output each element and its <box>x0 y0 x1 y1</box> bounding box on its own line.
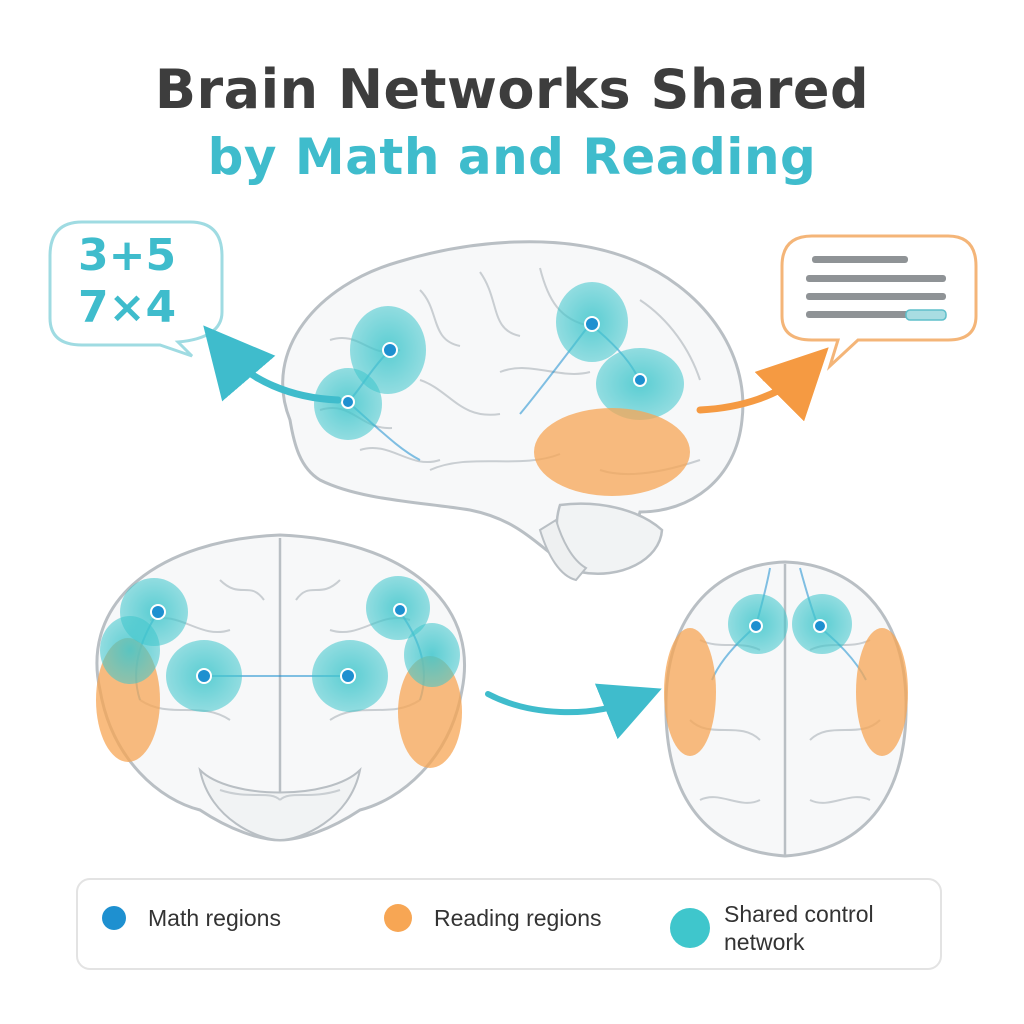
math-region-dot <box>749 619 763 633</box>
title-line-1: Brain Networks Shared <box>154 58 870 121</box>
arrow-back-to-top-view <box>485 683 662 740</box>
text-lines-icon <box>806 256 947 321</box>
math-region-dot <box>382 342 398 358</box>
legend-label-shared-line1: Shared control <box>724 901 874 927</box>
legend-label-shared-line2: network <box>724 929 805 955</box>
math-region-dot <box>813 619 827 633</box>
math-region-dot <box>341 395 355 409</box>
legend-label-math: Math regions <box>148 905 281 931</box>
math-region-dot <box>633 373 647 387</box>
legend-label-reading: Reading regions <box>434 905 602 931</box>
math-region-dot <box>340 668 356 684</box>
title-line-2: by Math and Reading <box>207 128 817 186</box>
arrow-to-reading-bubble <box>696 347 829 422</box>
legend-item-math: Math regions <box>102 904 281 932</box>
brain-side-view <box>281 240 745 582</box>
reading-region <box>856 628 908 756</box>
legend-item-shared: Shared control network <box>670 900 874 956</box>
arrow-to-math-bubble <box>203 325 342 404</box>
math-region-dot <box>150 604 166 620</box>
legend-label-shared: Shared control network <box>724 900 874 956</box>
legend: Math regions Reading regions Shared cont… <box>76 878 942 970</box>
reading-speech-bubble <box>780 234 978 371</box>
reading-dot-icon <box>384 904 412 932</box>
math-region-dot <box>393 603 407 617</box>
math-region-dot <box>584 316 600 332</box>
shared-region <box>100 616 160 684</box>
math-region-dot <box>196 668 212 684</box>
shared-dot-icon <box>670 908 710 948</box>
reading-region <box>664 628 716 756</box>
legend-item-reading: Reading regions <box>384 904 602 932</box>
math-speech-bubble: 3+5 7×4 <box>48 220 224 358</box>
math-dot-icon <box>102 906 126 930</box>
reading-region <box>398 656 462 768</box>
reading-region <box>534 408 690 496</box>
math-expression-2: 7×4 <box>78 282 176 333</box>
math-expression-1: 3+5 <box>78 230 176 281</box>
shared-region <box>404 623 460 687</box>
brain-back-view <box>95 533 466 842</box>
brain-top-view <box>664 560 908 858</box>
